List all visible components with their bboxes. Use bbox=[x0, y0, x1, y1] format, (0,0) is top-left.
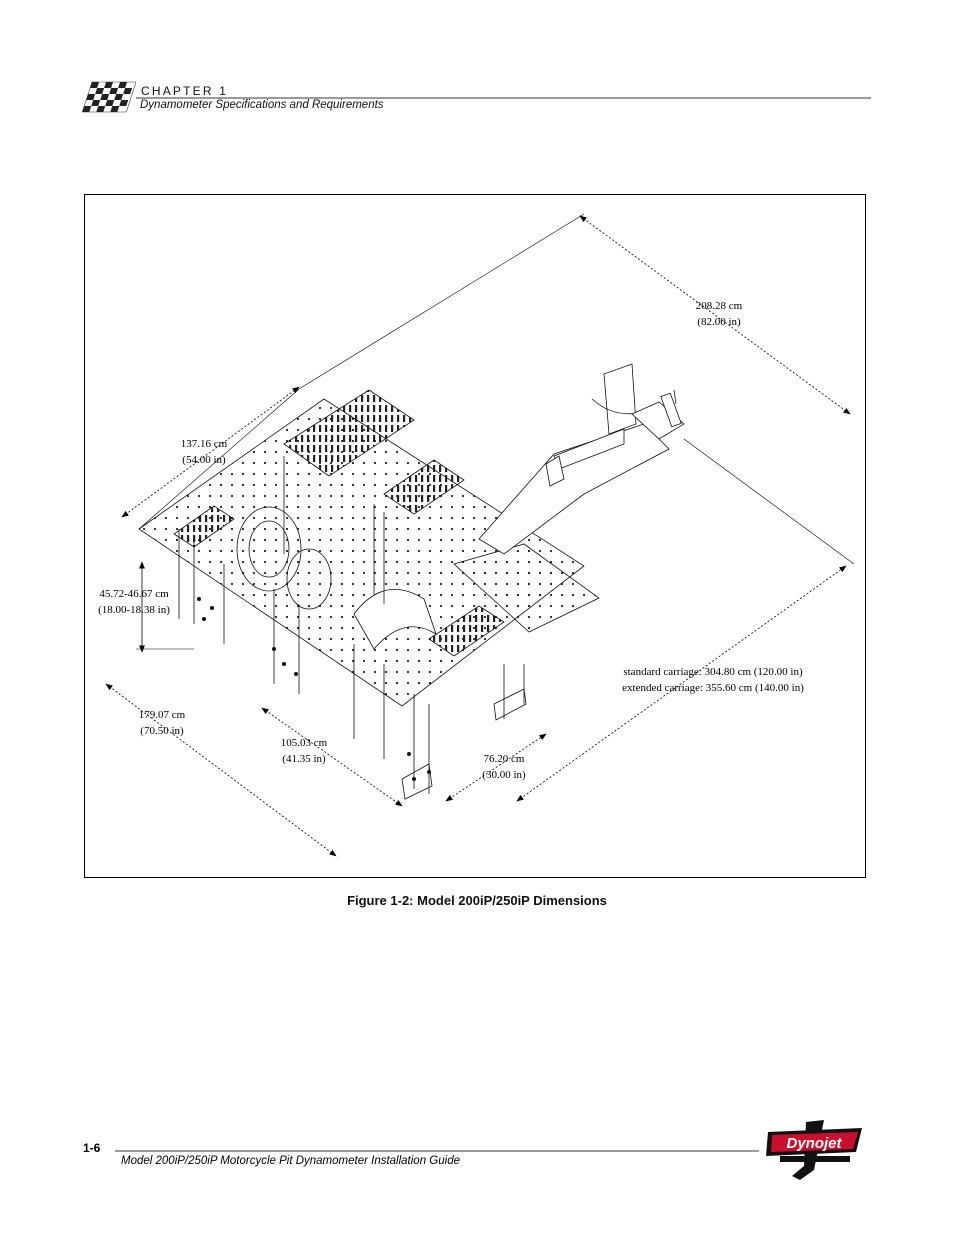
footer-guide-title: Model 200iP/250iP Motorcycle Pit Dynamom… bbox=[121, 1155, 460, 1167]
dyno-dimension-drawing: 208.28 cm (82.00 in) 137.16 cm (54.00 in… bbox=[98, 213, 855, 857]
base-width-imperial: (70.50 in) bbox=[140, 725, 184, 737]
platform-width-metric: 137.16 cm bbox=[180, 438, 228, 450]
depth-dimension-metric: 208.28 cm bbox=[695, 300, 743, 312]
depth-dimension-imperial: (82.00 in) bbox=[697, 316, 741, 328]
checkered-flag-icon bbox=[81, 81, 136, 113]
chapter-subtitle: Dynamometer Specifications and Requireme… bbox=[140, 99, 384, 111]
page-number: 1-6 bbox=[83, 1141, 101, 1155]
deck-height-metric: 45.72-46.67 cm bbox=[99, 588, 169, 600]
footer-rule bbox=[115, 1150, 759, 1152]
header-rule bbox=[136, 97, 871, 99]
rear-section-metric: 76.20 cm bbox=[483, 753, 525, 765]
standard-carriage-length: standard carriage: 304.80 cm (120.00 in) bbox=[623, 666, 803, 678]
figure-frame bbox=[84, 194, 866, 878]
svg-text:Dynojet: Dynojet bbox=[786, 1135, 842, 1152]
figure-caption: Figure 1-2: Model 200iP/250iP Dimensions bbox=[347, 893, 607, 908]
rear-section-imperial: (30.00 in) bbox=[482, 769, 526, 781]
extended-carriage-length: extended carriage: 355.60 cm (140.00 in) bbox=[622, 682, 804, 694]
chapter-label: CHAPTER 1 bbox=[141, 84, 229, 98]
platform-width-imperial: (54.00 in) bbox=[182, 454, 226, 466]
base-width-metric: 179.07 cm bbox=[138, 709, 186, 721]
dynojet-logo: Dynojet bbox=[766, 1120, 862, 1180]
frame-width-imperial: (41.35 in) bbox=[282, 753, 326, 765]
frame-width-metric: 105.03 cm bbox=[280, 737, 328, 749]
deck-height-imperial: (18.00-18.38 in) bbox=[98, 604, 170, 616]
